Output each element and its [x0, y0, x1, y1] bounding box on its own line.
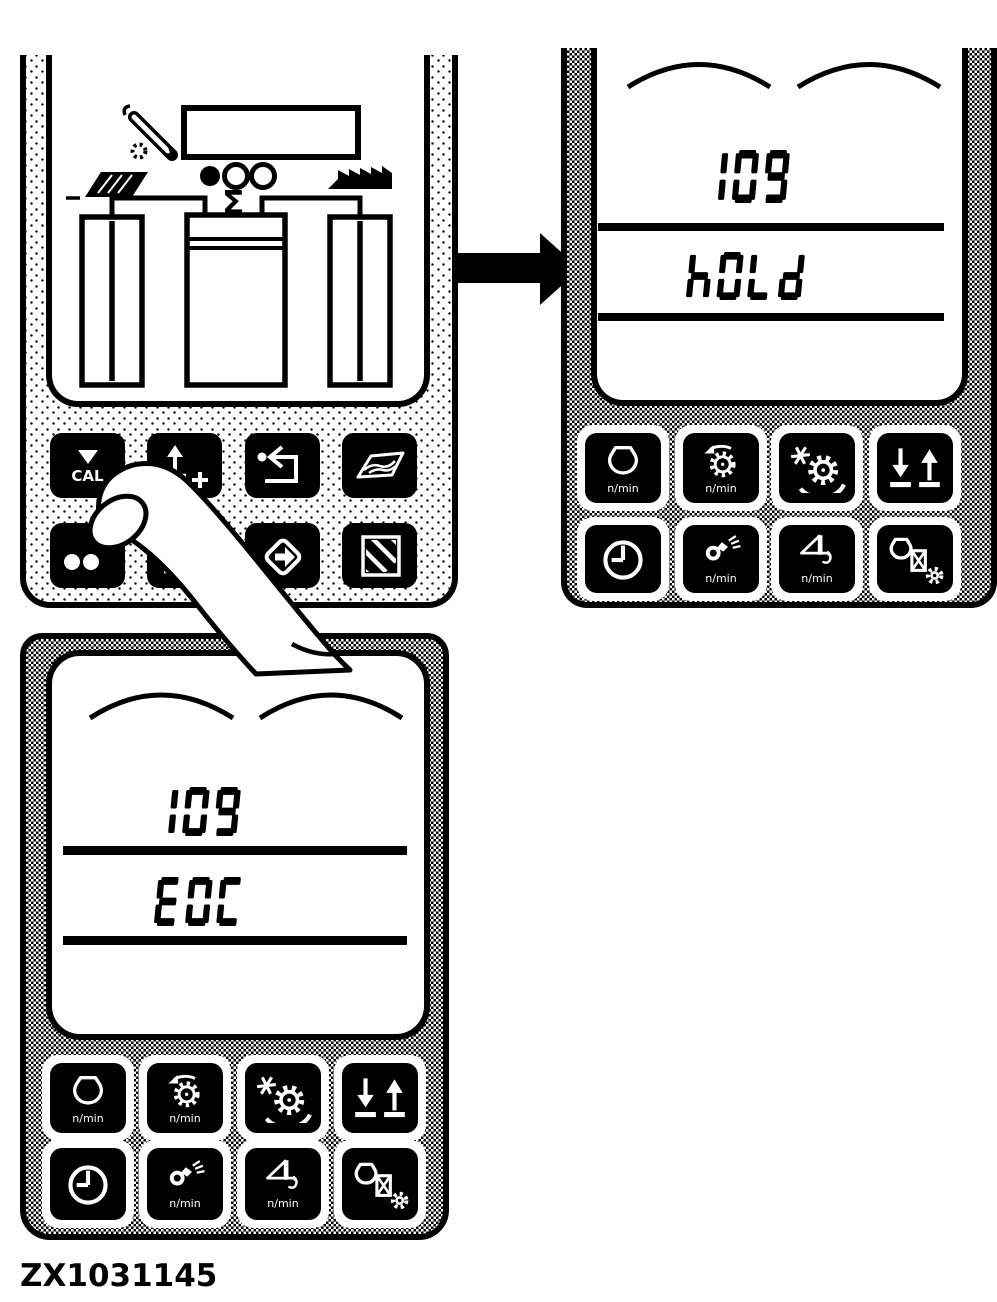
unit-label: n/min: [169, 1112, 201, 1125]
chopper-icon: [255, 1159, 311, 1197]
triangle-down-icon: [77, 450, 98, 464]
engine-speed-button[interactable]: n/min: [50, 1063, 126, 1133]
gear-spark-icon: [786, 443, 848, 493]
gear-arrow-icon: [693, 442, 749, 482]
spout-light-icon: [157, 1159, 213, 1197]
display-divider: [598, 223, 944, 231]
bin-left: [79, 214, 145, 388]
down-up-arrows-icon: [349, 1073, 411, 1123]
circle-filled: [200, 166, 220, 186]
eoc-display: [46, 650, 430, 1040]
icon-display-graphics: Σ: [66, 104, 393, 388]
unit-label: n/min: [72, 1112, 104, 1125]
display-arcs: [88, 692, 404, 721]
clock-icon: [592, 534, 654, 584]
clock-icon: [57, 1159, 119, 1209]
circle-outline-2: [249, 162, 277, 190]
pointing-finger: [87, 461, 353, 677]
rotor-speed-button[interactable]: n/min: [147, 1063, 223, 1133]
bracket-left: [109, 195, 208, 215]
blower-speed-button[interactable]: n/min: [147, 1148, 223, 1220]
transition-arrow-icon: [452, 233, 580, 305]
raise-lower-button[interactable]: [877, 433, 953, 503]
engine-icon: [595, 442, 651, 482]
drive-setup-button[interactable]: [877, 525, 953, 593]
return-button[interactable]: [245, 433, 320, 498]
drive-setup-button[interactable]: [342, 1148, 418, 1220]
sharpening-button[interactable]: [779, 433, 855, 503]
display-divider: [598, 313, 944, 321]
engine-speed-button[interactable]: n/min: [585, 433, 661, 503]
label-box: [181, 105, 361, 160]
display-arcs: [626, 62, 942, 90]
unit-label: n/min: [705, 482, 737, 495]
down-up-arrows-icon: [884, 443, 946, 493]
engine-belt-gear-icon: [884, 534, 946, 584]
display-divider: [63, 846, 407, 855]
hour-meter-button[interactable]: [50, 1148, 126, 1220]
sharpening-button[interactable]: [245, 1063, 321, 1133]
display-value: [700, 150, 794, 203]
hour-meter-button[interactable]: [585, 525, 661, 593]
unit-label: n/min: [607, 482, 639, 495]
gear-spark-icon: [252, 1073, 314, 1123]
engine-icon: [60, 1072, 116, 1112]
display-status: [153, 877, 248, 926]
unit-label: n/min: [801, 572, 833, 585]
circle-outline-1: [222, 162, 250, 190]
chopper-speed-button[interactable]: n/min: [779, 525, 855, 593]
blower-speed-button[interactable]: n/min: [683, 525, 759, 593]
bin-center: [184, 212, 288, 388]
engine-belt-gear-icon: [349, 1159, 411, 1209]
hatched-square-button[interactable]: [342, 523, 417, 588]
unit-label: n/min: [705, 572, 737, 585]
swath-icon: [66, 172, 149, 200]
bracket-right: [259, 195, 363, 215]
field-button[interactable]: [342, 433, 417, 498]
sawtooth-icon: [328, 166, 392, 189]
unit-label: n/min: [267, 1197, 299, 1210]
display-status: [685, 252, 809, 300]
chopper-icon: [789, 534, 845, 572]
display-divider: [63, 936, 407, 945]
display-value: [150, 787, 245, 836]
gear-arrow-icon: [157, 1072, 213, 1112]
spout-light-icon: [693, 534, 749, 572]
raise-lower-button[interactable]: [342, 1063, 418, 1133]
unit-label: n/min: [169, 1197, 201, 1210]
pencil-gear-icon: [122, 104, 178, 161]
figure-code: ZX1031145: [20, 1258, 218, 1294]
cal-button-label: CAL: [71, 467, 104, 485]
rotor-speed-button[interactable]: n/min: [683, 433, 759, 503]
chopper-speed-button[interactable]: n/min: [245, 1148, 321, 1220]
bin-right: [327, 214, 393, 388]
